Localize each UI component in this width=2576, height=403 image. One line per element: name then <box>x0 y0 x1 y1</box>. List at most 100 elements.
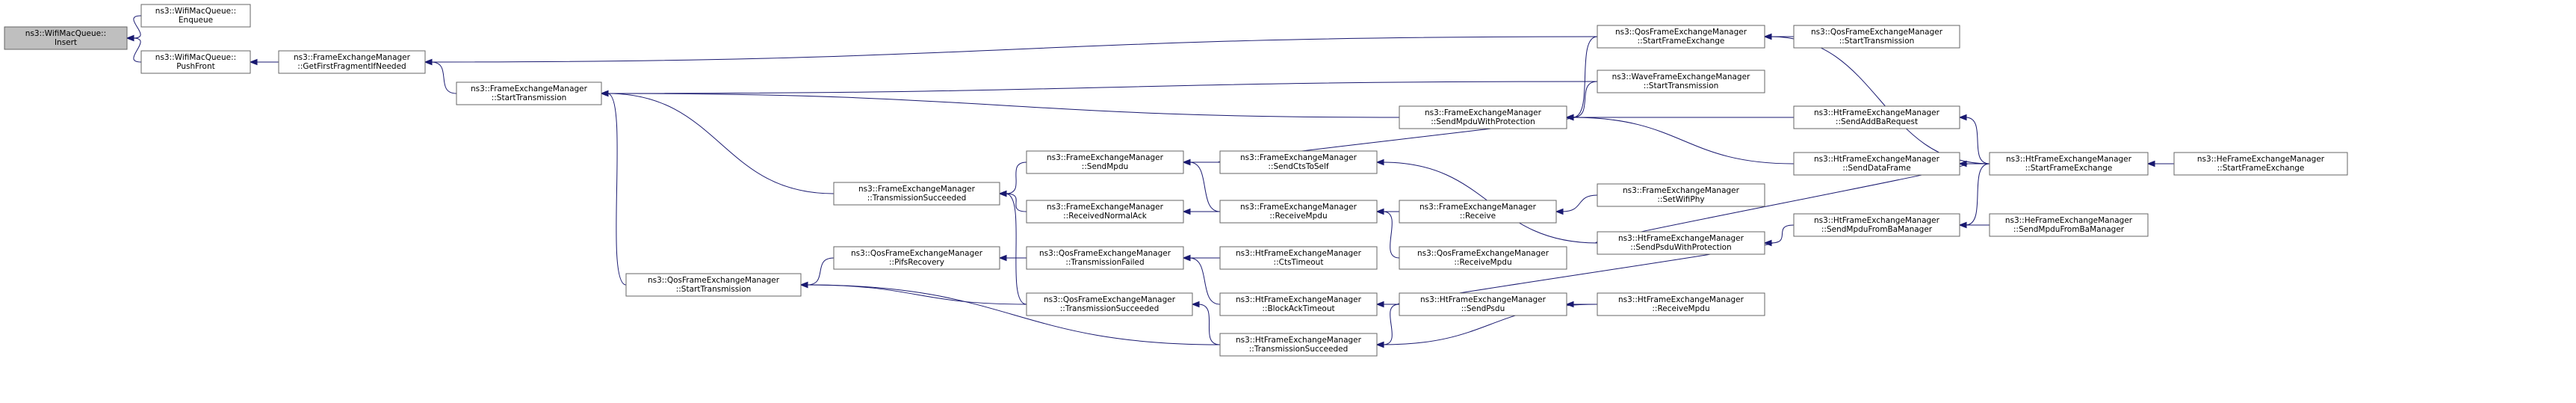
node-box <box>1597 70 1765 93</box>
node-he-frame-exchange-manager-start-frame-exchange[interactable]: ns3::HeFrameExchangeManager::StartFrameE… <box>2173 152 2348 176</box>
node-label-line: ::SendAddBaRequest <box>1836 117 1918 126</box>
node-box <box>833 246 1000 270</box>
node-box <box>1989 213 2149 237</box>
node-label-line: ns3::HtFrameExchangeManager <box>1236 249 1362 258</box>
node-box <box>1989 152 2149 176</box>
node-frame-exchange-manager-start-transmission[interactable]: ns3::FrameExchangeManager::StartTransmis… <box>456 81 602 105</box>
node-ht-frame-exchange-manager-send-psdu-with-protection[interactable]: ns3::HtFrameExchangeManager::SendPsduWit… <box>1597 231 1765 255</box>
node-frame-exchange-manager-transmission-succeeded[interactable]: ns3::FrameExchangeManager::TransmissionS… <box>833 182 1000 206</box>
edge-n19-to-n22 <box>1965 163 1990 226</box>
node-label-line: ::SendMpduWithProtection <box>1431 117 1535 126</box>
node-box <box>1597 183 1765 207</box>
node-label-line: PushFront <box>176 62 215 71</box>
edge-arrowhead <box>1565 114 1574 121</box>
node-ht-frame-exchange-manager-start-frame-exchange[interactable]: ns3::HtFrameExchangeManager::StartFrameE… <box>1989 152 2149 176</box>
edge-arrowhead <box>424 58 433 66</box>
edge-arrowhead <box>1375 341 1384 348</box>
node-frame-exchange-manager-set-wifi-phy[interactable]: ns3::FrameExchangeManager::SetWifiPhy <box>1597 183 1765 207</box>
edge-n18-to-n8 <box>1572 117 1795 164</box>
node-ht-frame-exchange-manager-transmission-succeeded[interactable]: ns3::HtFrameExchangeManager::Transmissio… <box>1219 333 1378 357</box>
node-label-line: ns3::FrameExchangeManager <box>471 84 588 93</box>
node-label-line: ::StartTransmission <box>1644 81 1719 90</box>
node-wifi-mac-queue-push-front[interactable]: ns3::WifiMacQueue::PushFront <box>140 50 251 74</box>
edge-n5-to-n8 <box>1572 36 1598 118</box>
edge-arrowhead <box>1375 301 1384 308</box>
node-ht-frame-exchange-manager-send-mpdu-from-ba-manager[interactable]: ns3::HtFrameExchangeManager::SendMpduFro… <box>1793 213 1960 237</box>
node-ht-frame-exchange-manager-receive-mpdu[interactable]: ns3::HtFrameExchangeManager::ReceiveMpdu <box>1597 292 1765 316</box>
node-label-line: ns3::FrameExchangeManager <box>1047 203 1164 212</box>
node-box <box>140 4 251 28</box>
edge-arrowhead <box>1763 33 1772 40</box>
node-frame-exchange-manager-received-normal-ack[interactable]: ns3::FrameExchangeManager::ReceivedNorma… <box>1026 200 1184 224</box>
node-box <box>1597 231 1765 255</box>
node-frame-exchange-manager-send-cts-to-self[interactable]: ns3::FrameExchangeManager::SendCtsToSelf <box>1219 150 1378 174</box>
node-wave-frame-exchange-manager-start-transmission[interactable]: ns3::WaveFrameExchangeManager::StartTran… <box>1597 70 1765 93</box>
edge-n4-to-n3 <box>430 61 457 94</box>
node-frame-exchange-manager-send-mpdu-with-protection[interactable]: ns3::FrameExchangeManager::SendMpduWithP… <box>1399 105 1567 129</box>
node-frame-exchange-manager-send-mpdu[interactable]: ns3::FrameExchangeManager::SendMpdu <box>1026 150 1184 174</box>
node-box <box>833 182 1000 206</box>
node-label-line: ns3::FrameExchangeManager <box>1240 153 1357 162</box>
node-ht-frame-exchange-manager-cts-timeout[interactable]: ns3::HtFrameExchangeManager::CtsTimeout <box>1219 246 1378 270</box>
edge-arrowhead <box>1958 114 1967 121</box>
edge-n9-to-n4 <box>607 93 835 194</box>
node-label-line: ::SendMpduFromBaManager <box>1821 225 1933 234</box>
node-label-line: ns3::QosFrameExchangeManager <box>1044 295 1176 304</box>
node-label-line: ::SendCtsToSelf <box>1268 162 1329 171</box>
node-box <box>278 50 426 74</box>
node-label-line: ::StartFrameExchange <box>1638 37 1725 46</box>
node-label-line: ::StartTransmission <box>492 93 567 102</box>
node-qos-frame-exchange-manager-start-transmission[interactable]: ns3::QosFrameExchangeManager::StartTrans… <box>1793 25 1960 49</box>
node-ht-frame-exchange-manager-send-data-frame[interactable]: ns3::HtFrameExchangeManager::SendDataFra… <box>1793 152 1960 176</box>
node-label-line: ::SendMpduFromBaManager <box>2013 225 2125 234</box>
node-box <box>1026 150 1184 174</box>
node-label-line: ::SetWifiPhy <box>1657 195 1704 204</box>
node-box <box>1026 200 1184 224</box>
nodes-layer: ns3::WifiMacQueue::Insertns3::WifiMacQue… <box>4 4 2348 357</box>
edge-n1-to-n0 <box>132 15 142 39</box>
node-label-line: Insert <box>55 38 77 47</box>
node-qos-frame-exchange-manager-transmission-failed[interactable]: ns3::QosFrameExchangeManager::Transmissi… <box>1026 246 1184 270</box>
edge-n29-to-n26 <box>1189 257 1221 305</box>
node-box <box>4 26 128 50</box>
node-frame-exchange-manager-get-first-fragment-if-needed[interactable]: ns3::FrameExchangeManager::GetFirstFragm… <box>278 50 426 74</box>
node-label-line: ns3::WaveFrameExchangeManager <box>1612 73 1750 81</box>
node-wifi-mac-queue-insert[interactable]: ns3::WifiMacQueue::Insert <box>4 26 128 50</box>
node-qos-frame-exchange-manager-start-frame-exchange[interactable]: ns3::QosFrameExchangeManager::StartFrame… <box>1597 25 1765 49</box>
node-box <box>1219 246 1378 270</box>
node-box <box>1793 25 1960 49</box>
node-label-line: ns3::QosFrameExchangeManager <box>648 276 780 285</box>
node-qos-frame-exchange-manager-start-transmission[interactable]: ns3::QosFrameExchangeManager::StartTrans… <box>625 273 802 297</box>
edge-n2-to-n0 <box>132 37 142 63</box>
edge-arrowhead <box>1191 301 1200 308</box>
edge-n27-to-n24 <box>806 284 1027 305</box>
node-label-line: ::TransmissionSucceeded <box>1249 345 1348 354</box>
node-label-line: ns3::QosFrameExchangeManager <box>1811 28 1943 37</box>
node-qos-frame-exchange-manager-transmission-succeeded[interactable]: ns3::QosFrameExchangeManager::Transmissi… <box>1026 292 1193 316</box>
edge-arrowhead <box>1375 208 1384 215</box>
node-frame-exchange-manager-receive[interactable]: ns3::FrameExchangeManager::Receive <box>1399 200 1557 224</box>
edge-arrowhead <box>126 34 134 42</box>
node-ht-frame-exchange-manager-block-ack-timeout[interactable]: ns3::HtFrameExchangeManager::BlockAckTim… <box>1219 292 1378 316</box>
edge-n16-to-n13 <box>1382 211 1400 259</box>
node-box <box>1219 292 1378 316</box>
node-label-line: ::ReceiveMpdu <box>1454 258 1511 267</box>
edge-n13-to-n10 <box>1189 161 1221 212</box>
node-label-line: ::BlockAckTimeout <box>1262 304 1334 313</box>
edge-arrowhead <box>799 281 808 289</box>
node-frame-exchange-manager-receive-mpdu[interactable]: ns3::FrameExchangeManager::ReceiveMpdu <box>1219 200 1378 224</box>
node-qos-frame-exchange-manager-receive-mpdu[interactable]: ns3::QosFrameExchangeManager::ReceiveMpd… <box>1399 246 1567 270</box>
node-ht-frame-exchange-manager-send-psdu[interactable]: ns3::HtFrameExchangeManager::SendPsdu <box>1399 292 1567 316</box>
node-ht-frame-exchange-manager-send-add-ba-request[interactable]: ns3::HtFrameExchangeManager::SendAddBaRe… <box>1793 105 1960 129</box>
node-label-line: ns3::HtFrameExchangeManager <box>2006 155 2132 164</box>
edge-n31-to-n30 <box>1382 304 1400 345</box>
node-box <box>1399 200 1557 224</box>
edge-arrowhead <box>1565 301 1574 308</box>
node-he-frame-exchange-manager-send-mpdu-from-ba-manager[interactable]: ns3::HeFrameExchangeManager::SendMpduFro… <box>1989 213 2149 237</box>
node-wifi-mac-queue-enqueue[interactable]: ns3::WifiMacQueue::Enqueue <box>140 4 251 28</box>
edge-n30-to-n27 <box>1198 304 1221 345</box>
node-qos-frame-exchange-manager-pifs-recovery[interactable]: ns3::QosFrameExchangeManager::PifsRecove… <box>833 246 1000 270</box>
node-label-line: ns3::WifiMacQueue:: <box>155 7 236 16</box>
node-label-line: Enqueue <box>179 16 213 25</box>
node-label-line: ::ReceiveMpdu <box>1652 304 1709 313</box>
